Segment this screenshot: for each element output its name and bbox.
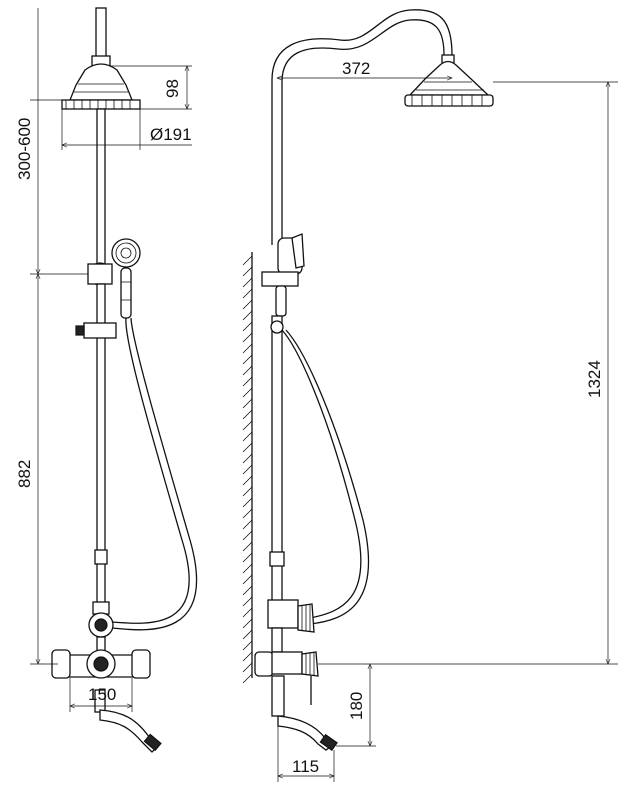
front-hose [111,317,190,624]
front-hose-hook [75,322,117,339]
front-diverter [88,601,114,638]
side-view [242,9,494,751]
side-hose-hook [270,320,284,334]
side-hose [281,329,362,619]
dim-mixer-centers: 150 [88,685,116,704]
front-rail-joint [94,549,108,565]
front-hand-shower [111,238,141,319]
dim-head-adjust-range: 300-600 [15,118,34,180]
front-view [51,7,198,753]
side-shower-arm [271,9,453,245]
front-mixer-body [51,649,151,679]
dim-shower-head-diameter: Ø191 [150,125,192,144]
dim-shower-head-height: 98 [163,79,182,98]
front-shower-head [61,7,141,110]
front-slide-bracket [87,262,113,286]
side-hand-shower [261,233,305,317]
side-shower-head [404,54,494,107]
front-dimensions: 98 Ø191 300-600 882 150 [15,8,192,712]
dim-total-height: 1324 [585,360,604,398]
front-spout [94,689,162,753]
side-mixer [254,651,319,705]
dim-arm-reach: 372 [342,59,370,78]
side-spout [271,675,338,751]
wall-hatching [242,252,253,684]
dim-spout-drop: 180 [347,692,366,720]
dim-wall-projection: 115 [292,757,319,776]
side-dimensions: 372 1324 180 115 [277,59,618,782]
dim-rail-height: 882 [15,460,34,488]
side-diverter [267,599,315,633]
front-riser-pipe [96,108,106,275]
